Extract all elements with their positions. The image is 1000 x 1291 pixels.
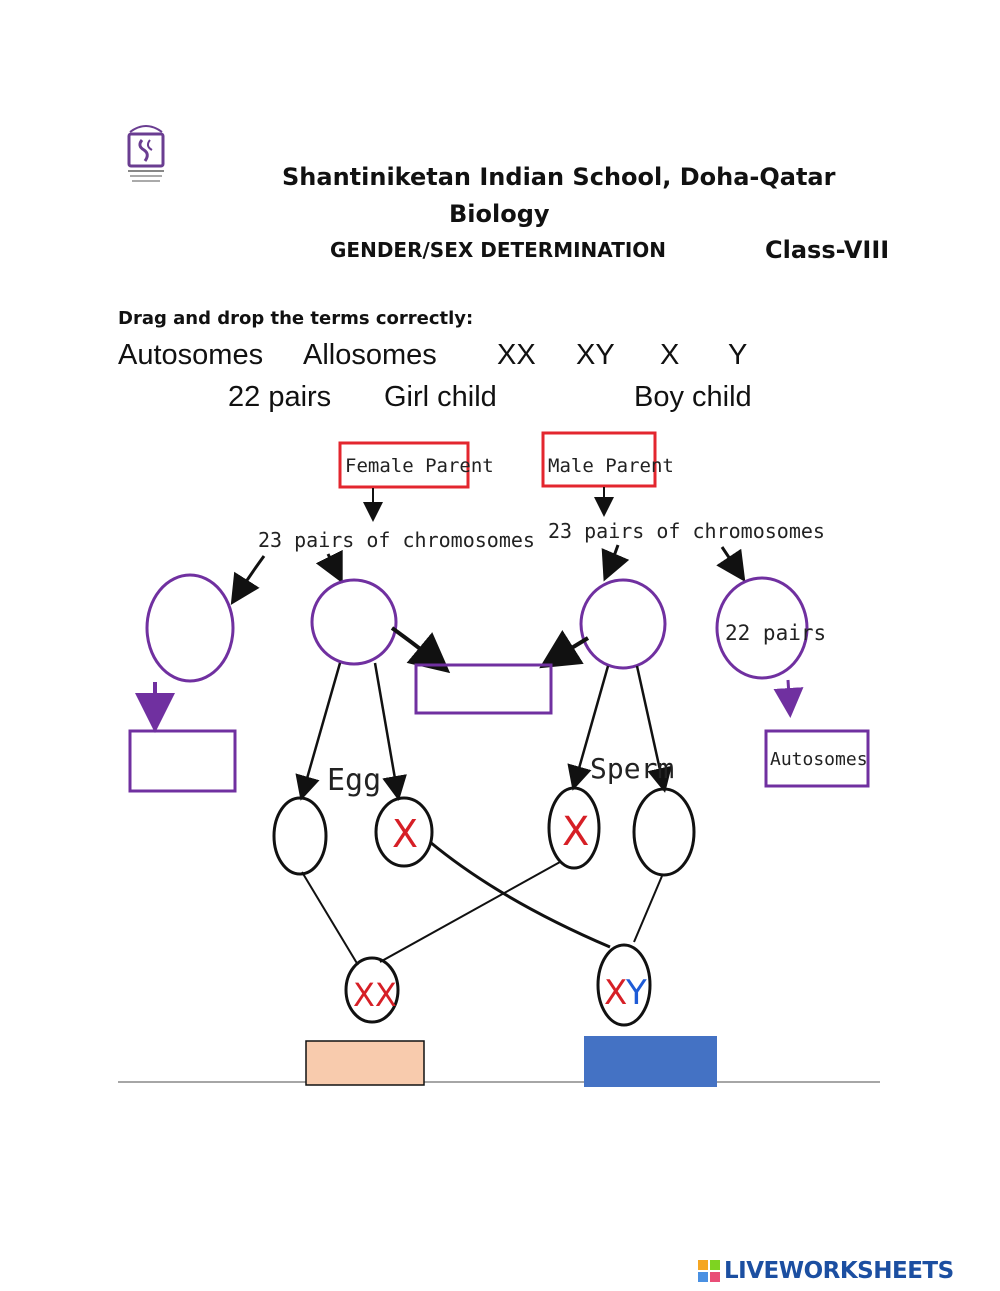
line-egg2-to-boy [429,840,611,949]
sperm-circle-2 [632,787,696,877]
female-parent-label: Female Parent [345,455,494,477]
boy-zygote-circle [596,943,652,1027]
female-autosome-circle [145,573,235,683]
sperm-x-label: X [562,809,589,855]
allosomes-drop-box [414,663,553,715]
boy-child-drop-box [584,1036,717,1087]
egg-label: Egg [327,763,381,798]
male-autosome-circle-label: 22 pairs [725,621,826,645]
term-allosomes[interactable]: Allosomes [303,339,437,371]
line-male-to-sperm2 [635,665,672,793]
line-egg1-to-girl [301,871,359,966]
line-female-to-egg2 [373,662,407,801]
boy-zygote-y-label: Y [625,973,647,1013]
autosomes-answer-label: Autosomes [770,749,868,770]
egg-circle-2 [374,796,434,868]
girl-zygote-label: XX [353,976,397,1014]
liveworksheets-logo: LIVEWORKSHEETS [698,1258,954,1284]
line-male-to-sperm1 [567,665,610,791]
class-label: Class-VIII [765,236,890,264]
arrow-to-female-allosome [315,549,343,584]
arrow-female-to-center [390,626,451,674]
term-y[interactable]: Y [728,339,748,371]
school-name: Shantiniketan Indian School, Doha-Qatar [282,163,836,191]
term-autosomes[interactable]: Autosomes [118,339,264,371]
male-parent-label: Male Parent [548,455,674,477]
arrow-to-right-circle [716,546,746,582]
sperm-circle-1 [547,786,601,870]
autosomes-drop-box [128,729,237,793]
autosomes-answer-box [764,729,870,788]
girl-zygote-circle [344,956,400,1024]
term-xy[interactable]: XY [576,339,615,371]
term-boy-child[interactable]: Boy child [634,381,752,413]
female-allosome-circle [310,578,398,666]
topic-title: GENDER/SEX DETERMINATION [330,238,667,262]
chromosomes-label-right: 23 pairs of chromosomes [548,519,825,543]
arrow-to-male-allosome [601,544,630,582]
term-xx[interactable]: XX [497,339,536,371]
term-girl-child[interactable]: Girl child [384,381,497,413]
term-22-pairs[interactable]: 22 pairs [228,381,332,413]
line-sperm2-to-boy [633,875,663,943]
brand-text: LIVEWORKSHEETS [724,1258,954,1284]
egg-circle-1 [272,796,328,876]
arrow-right-down [773,679,804,718]
egg-x-label: X [392,812,418,856]
male-parent-box [541,431,657,488]
male-allosome-circle [579,578,667,670]
sperm-label: Sperm [590,752,674,785]
girl-child-drop-box [305,1040,425,1086]
line-sperm1-to-girl [379,861,561,963]
instruction-text: Drag and drop the terms correctly: [118,308,474,329]
term-x[interactable]: X [660,339,680,371]
subject-title: Biology [449,200,550,228]
arrow-male-to-center [539,630,590,669]
arrow-to-left-circle [230,555,266,606]
male-autosome-circle [715,576,809,680]
line-female-to-egg1 [295,662,342,801]
liveworksheets-icon [698,1260,720,1282]
boy-zygote-x-label: X [604,973,627,1013]
chromosomes-label-left: 23 pairs of chromosomes [258,528,535,552]
female-parent-box [338,441,470,489]
school-logo [124,122,168,186]
